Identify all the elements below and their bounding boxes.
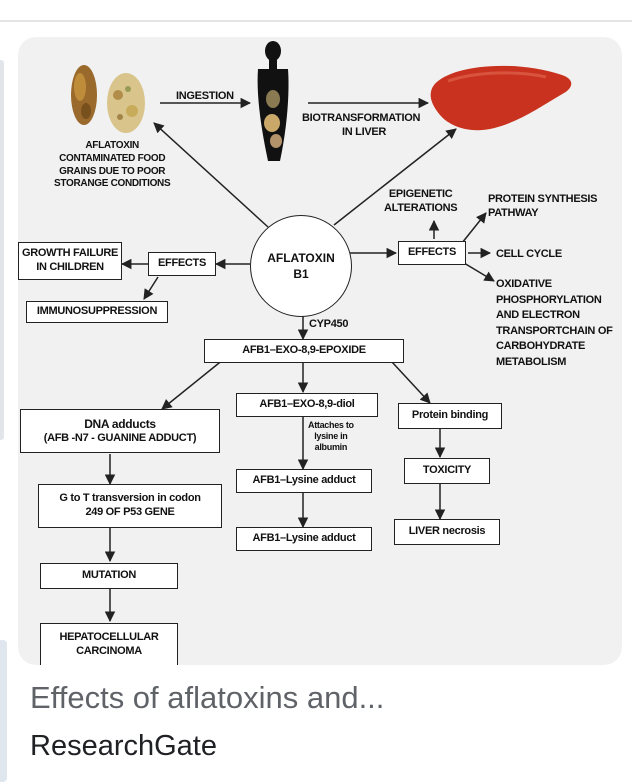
food-line-1: AFLATOXIN bbox=[85, 140, 139, 151]
protein-synthesis-line-1: PROTEIN SYNTHESIS bbox=[488, 193, 598, 205]
oxidative-line-1: OXIDATIVE bbox=[496, 278, 552, 290]
hcc-line-2: CARCINOMA bbox=[76, 645, 142, 657]
hub-line-2: B1 bbox=[293, 267, 309, 281]
diol-box: AFB1–EXO-8,9-diol bbox=[236, 393, 378, 417]
food-line-2: CONTAMINATED FOOD bbox=[59, 152, 166, 164]
epigenetic-label: EPIGENETIC ALTERATIONS bbox=[384, 187, 458, 215]
diagram-connectors bbox=[71, 41, 572, 623]
food-line-3: GRAINS DUE TO POOR bbox=[59, 165, 166, 177]
liver-illustration bbox=[430, 65, 572, 131]
protein-synthesis-label: PROTEIN SYNTHESIS PATHWAY bbox=[488, 192, 598, 220]
oxidative-label: OXIDATIVE PHOSPHORYLATION AND ELECTRON T… bbox=[496, 277, 613, 371]
cyp450-label: CYP450 bbox=[309, 318, 349, 330]
immunosuppression-box: IMMUNOSUPPRESSION bbox=[26, 301, 168, 323]
aflatoxin-b1-hub: AFLATOXIN B1 bbox=[250, 215, 352, 317]
epigenetic-line-2: ALTERATIONS bbox=[384, 202, 458, 215]
transversion-box: G to T transversion in codon 249 OF P53 … bbox=[38, 484, 222, 528]
protein-binding-box: Protein binding bbox=[398, 403, 502, 429]
cell-cycle-label: CELL CYCLE bbox=[496, 248, 562, 260]
dna-adducts-line-1: DNA adducts bbox=[84, 416, 156, 431]
effects-left-box: EFFECTS bbox=[148, 252, 216, 276]
biotransformation-label: BIOTRANSFORMATION IN LIVER bbox=[302, 111, 420, 139]
protein-synthesis-line-2: PATHWAY bbox=[488, 207, 539, 220]
hub-line-1: AFLATOXIN bbox=[267, 250, 335, 265]
hcc-line-1: HEPATOCELLULAR bbox=[59, 631, 159, 644]
attaches-label: Attaches to lysine in albumin bbox=[308, 420, 354, 452]
growth-failure-line-1: GROWTH FAILURE bbox=[22, 247, 119, 260]
dna-adducts-line-2: (AFB -N7 - GUANINE ADDUCT) bbox=[43, 431, 197, 444]
attaches-line-3: albumin bbox=[314, 441, 348, 452]
oxidative-line-5: CARBOHYDRATE bbox=[496, 340, 586, 353]
toxicity-box: TOXICITY bbox=[404, 458, 490, 484]
effects-right-box: EFFECTS bbox=[398, 241, 466, 265]
human-body-illustration bbox=[257, 41, 289, 161]
adjacent-card-edge-lower bbox=[0, 640, 7, 782]
hcc-box: HEPATOCELLULAR CARCINOMA bbox=[40, 623, 178, 665]
oxidative-line-6: METABOLISM bbox=[496, 356, 567, 369]
lysine-adduct-box-1: AFB1–Lysine adduct bbox=[236, 469, 372, 493]
dna-adducts-box: DNA adducts (AFB -N7 - GUANINE ADDUCT) bbox=[20, 409, 220, 453]
contaminated-food-label: AFLATOXIN CONTAMINATED FOOD GRAINS DUE T… bbox=[54, 140, 171, 191]
result-title-link[interactable]: Effects of aflatoxins and... bbox=[30, 680, 385, 715]
biotransformation-line-2: IN LIVER bbox=[342, 126, 387, 139]
oxidative-line-3: AND ELECTRON bbox=[496, 309, 580, 322]
biotransformation-line-1: BIOTRANSFORMATION bbox=[302, 112, 421, 124]
epigenetic-line-1: EPIGENETIC bbox=[388, 188, 453, 200]
growth-failure-line-2: IN CHILDREN bbox=[36, 261, 104, 273]
ingestion-label: INGESTION bbox=[176, 90, 234, 102]
transversion-line-2: 249 OF P53 GENE bbox=[85, 506, 175, 518]
image-result-card[interactable]: INGESTION BIOTRANSFORMATION IN LIVER AFL… bbox=[18, 37, 622, 665]
oxidative-line-2: PHOSPHORYLATION bbox=[496, 293, 602, 306]
food-grains-illustration bbox=[71, 65, 145, 133]
aflatoxin-diagram: INGESTION BIOTRANSFORMATION IN LIVER AFL… bbox=[18, 37, 622, 665]
food-line-4: STORANGE CONDITIONS bbox=[54, 178, 171, 190]
attaches-line-2: lysine in bbox=[314, 430, 348, 441]
result-source-label[interactable]: ResearchGate bbox=[30, 730, 217, 762]
transversion-line-1: G to T transversion in codon bbox=[59, 492, 201, 505]
top-divider bbox=[0, 20, 632, 22]
growth-failure-box: GROWTH FAILURE IN CHILDREN bbox=[18, 242, 122, 280]
epoxide-box: AFB1–EXO-8,9-EPOXIDE bbox=[204, 339, 404, 363]
oxidative-line-4: TRANSPORTCHAIN OF bbox=[496, 324, 613, 337]
adjacent-card-edge bbox=[0, 60, 4, 440]
lysine-adduct-box-2: AFB1–Lysine adduct bbox=[236, 527, 372, 551]
mutation-box: MUTATION bbox=[40, 563, 178, 589]
liver-necrosis-box: LIVER necrosis bbox=[394, 519, 500, 545]
attaches-line-1: Attaches to bbox=[308, 420, 354, 430]
